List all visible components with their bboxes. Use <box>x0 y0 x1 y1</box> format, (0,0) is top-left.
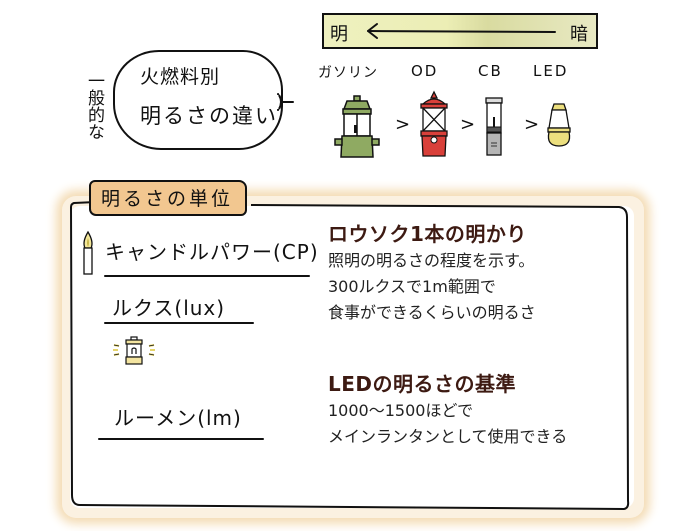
candle-icon <box>83 230 93 275</box>
info-title-candle: ロウソク1本の明かり <box>328 222 527 246</box>
units-section-title: 明るさの単位 <box>101 188 234 210</box>
dark-label: 暗 <box>570 24 588 45</box>
greater-than-1: > <box>395 114 411 135</box>
lantern-label-cb: CB <box>478 62 503 80</box>
lantern-label-led: LED <box>533 62 569 80</box>
info-line: 食事ができるくらいの明るさ <box>328 303 536 322</box>
underline-candle-power <box>104 275 310 277</box>
bubble-tail-icon <box>277 93 294 111</box>
gasoline-lantern-icon <box>334 95 380 158</box>
info-line: メインランタンとして使用できる <box>328 427 568 446</box>
info-body-led: 1000〜1500ほどで メインランタンとして使用できる <box>328 398 567 450</box>
bubble-title-line2: 明るさの違い <box>140 104 278 128</box>
cb-gas-lantern-icon <box>485 97 503 156</box>
greater-than-2: > <box>460 114 476 135</box>
greater-than-3: > <box>524 114 540 135</box>
side-label-general: 一般的な <box>84 72 104 140</box>
bright-label: 明 <box>330 24 348 45</box>
bubble-title-line1: 火燃料別 <box>140 66 221 88</box>
underline-lumen <box>98 438 264 440</box>
lantern-label-gasoline: ガソリン <box>318 65 378 81</box>
led-lantern-icon <box>547 103 571 147</box>
units-panel-border <box>70 201 630 510</box>
info-line: 照明の明るさの程度を示す。 <box>328 251 535 270</box>
unit-lumen: ルーメン(lm) <box>114 406 242 430</box>
od-gas-lantern-icon <box>420 90 448 157</box>
glowing-lantern-icon <box>113 336 155 365</box>
info-line: 300ルクスで1m範囲で <box>328 277 496 296</box>
info-line: 1000〜1500ほどで <box>328 401 474 420</box>
info-title-led: LEDの明るさの基準 <box>328 372 517 396</box>
unit-candle-power: キャンドルパワー(CP) <box>105 240 319 264</box>
units-section-tab <box>89 180 247 216</box>
speech-bubble <box>113 50 283 150</box>
arrow-left-icon <box>367 23 556 39</box>
lantern-label-od: OD <box>411 62 439 80</box>
info-body-candle: 照明の明るさの程度を示す。 300ルクスで1m範囲で 食事ができるくらいの明るさ <box>328 248 536 326</box>
underline-lux <box>104 322 254 324</box>
unit-lux: ルクス(lux) <box>112 296 226 320</box>
units-panel <box>70 206 634 508</box>
